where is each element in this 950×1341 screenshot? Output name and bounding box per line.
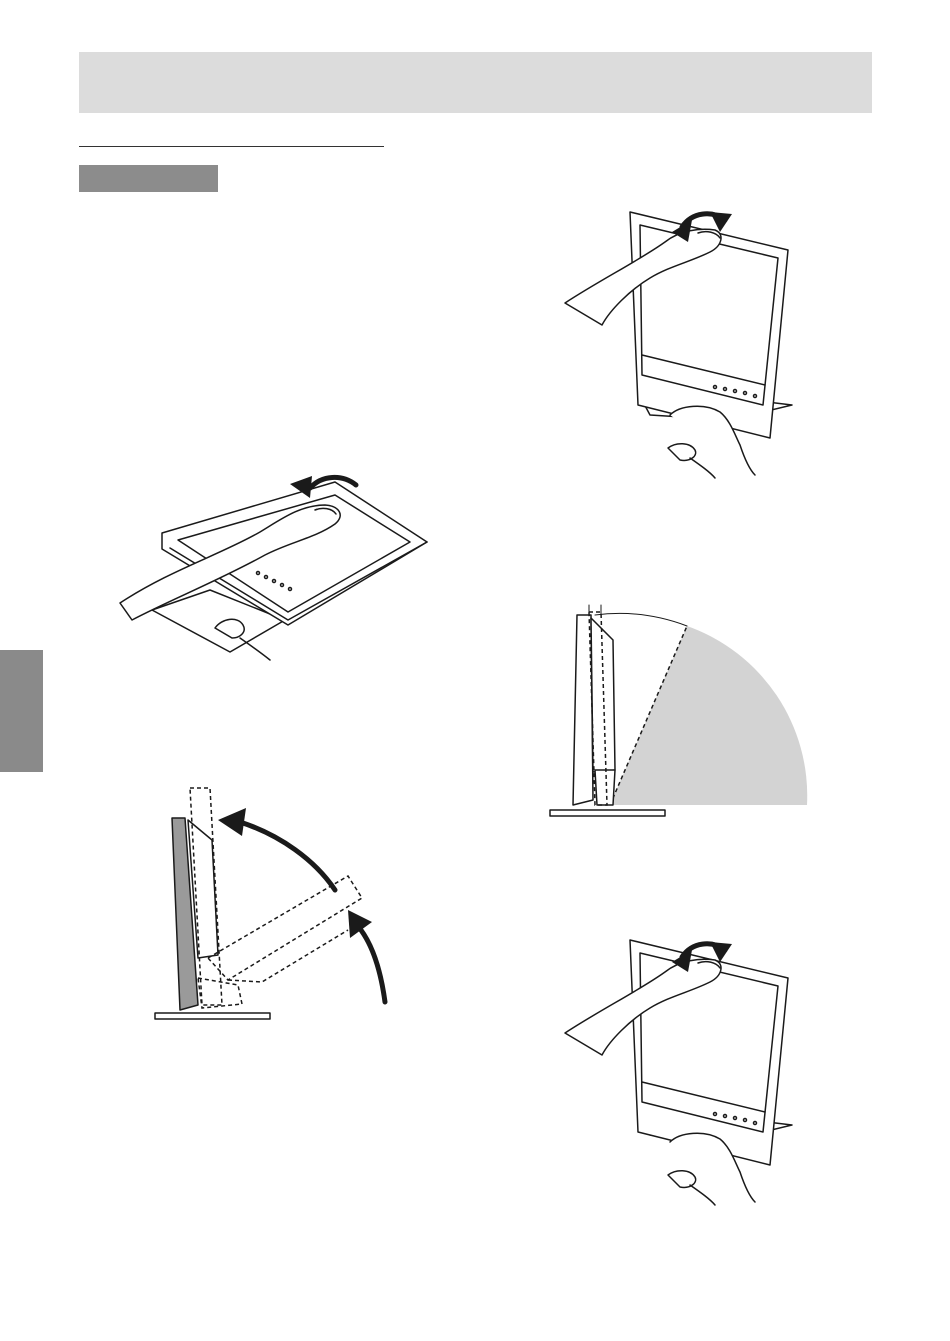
figure-monitor-side-unfold <box>150 780 400 1025</box>
stand-base-icon <box>550 810 665 816</box>
curved-arrow-icon <box>218 808 385 1002</box>
monitor-upright-side-icon <box>172 818 218 1010</box>
figure-monitor-upright-tilt-bottom <box>560 920 800 1205</box>
page-header-bar <box>79 52 872 113</box>
tilt-sector-fill <box>610 626 807 805</box>
monitor-folded-position-dashed <box>190 788 362 1008</box>
figure-monitor-upright-tilt-top <box>560 200 800 480</box>
section-heading-rule <box>79 146 384 147</box>
section-tag-box <box>79 165 218 192</box>
tilt-sector <box>595 613 807 805</box>
figure-monitor-tilt-range <box>545 600 810 825</box>
side-thumb-tab <box>0 650 43 772</box>
figure-monitor-folded-lift <box>110 460 440 680</box>
stand-base-icon <box>155 1013 270 1019</box>
